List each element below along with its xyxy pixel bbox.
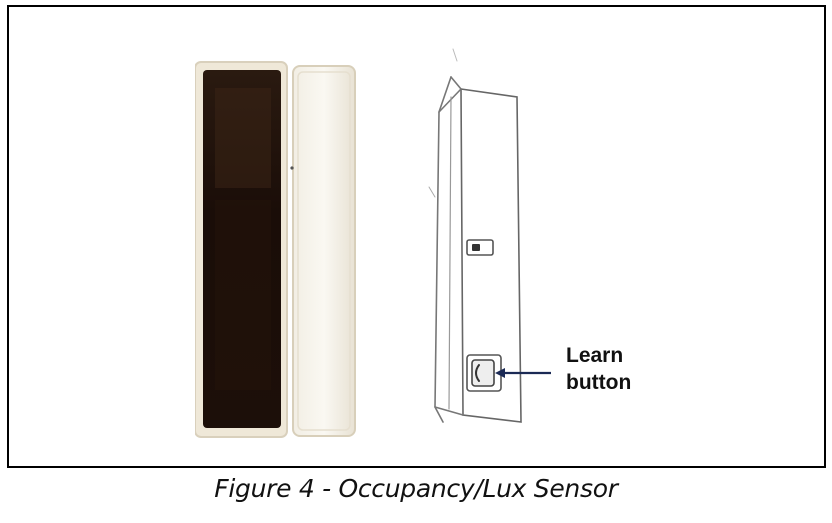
figure-frame: Learn button	[7, 5, 826, 468]
sensor-sketch	[428, 48, 551, 423]
figure-caption: Figure 4 - Occupancy/Lux Sensor	[214, 474, 618, 503]
sensor-photo	[195, 61, 356, 438]
label-line-1: Learn	[566, 344, 624, 367]
label-line-2: button	[566, 371, 632, 394]
learn-button-label: Learn button	[566, 342, 631, 396]
